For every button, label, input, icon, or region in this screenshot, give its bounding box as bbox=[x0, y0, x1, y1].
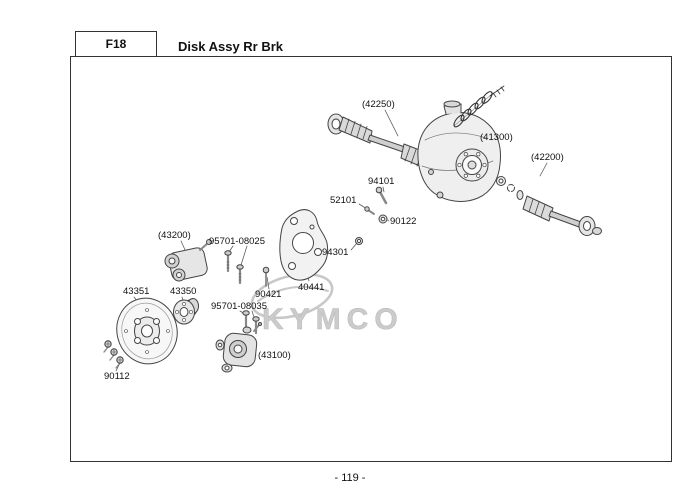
part-label-90122: 90122 bbox=[390, 216, 417, 227]
figure-code: F18 bbox=[75, 31, 157, 57]
part-label-90421: 90421 bbox=[255, 289, 282, 300]
part-screws-90112 bbox=[103, 340, 124, 369]
kymco-logo-watermark: KYMCO bbox=[250, 272, 404, 336]
part-label-43100: (43100) bbox=[258, 350, 291, 361]
part-label-42250: (42250) bbox=[362, 99, 395, 110]
part-bracket-plate-40441 bbox=[279, 209, 329, 281]
part-label-43200: (43200) bbox=[158, 230, 191, 241]
kymco-watermark-text: KYMCO bbox=[262, 303, 404, 336]
part-label-94301: 94301 bbox=[322, 247, 349, 258]
part-label-40441: 40441 bbox=[298, 282, 325, 293]
spring-icon bbox=[453, 85, 505, 128]
part-nut-90122 bbox=[378, 214, 388, 224]
page-number: - 119 - bbox=[334, 472, 366, 484]
part-brake-caliper-43100 bbox=[215, 322, 262, 373]
part-label-95701-08025: 95701-08025 bbox=[209, 236, 265, 247]
part-bolt-90421 bbox=[262, 266, 270, 287]
part-gear-case-41300 bbox=[417, 85, 505, 202]
part-label-94101: 94101 bbox=[368, 176, 395, 187]
part-label-42200: (42200) bbox=[531, 152, 564, 163]
part-label-52101: 52101 bbox=[330, 195, 357, 206]
part-bolts-95701-08035 bbox=[242, 310, 260, 335]
part-label-41300: (41300) bbox=[480, 132, 513, 143]
part-nut-94301 bbox=[355, 237, 363, 245]
part-pin-52101 bbox=[364, 206, 375, 215]
part-bolts-95701-08025 bbox=[224, 250, 244, 285]
part-label-43351: 43351 bbox=[123, 286, 150, 297]
part-axle-shaft-42200 bbox=[496, 176, 602, 236]
part-bolt-94101 bbox=[375, 186, 388, 205]
part-caliper-assy-43200 bbox=[164, 239, 212, 282]
part-label-90112: 90112 bbox=[104, 371, 130, 382]
part-hub-43350 bbox=[173, 298, 199, 325]
part-brake-disk-43351 bbox=[116, 297, 178, 365]
part-label-95701-08035: 95701-08035 bbox=[211, 301, 267, 312]
page-title: Disk Assy Rr Brk bbox=[178, 39, 284, 54]
part-label-43350: 43350 bbox=[170, 286, 197, 297]
